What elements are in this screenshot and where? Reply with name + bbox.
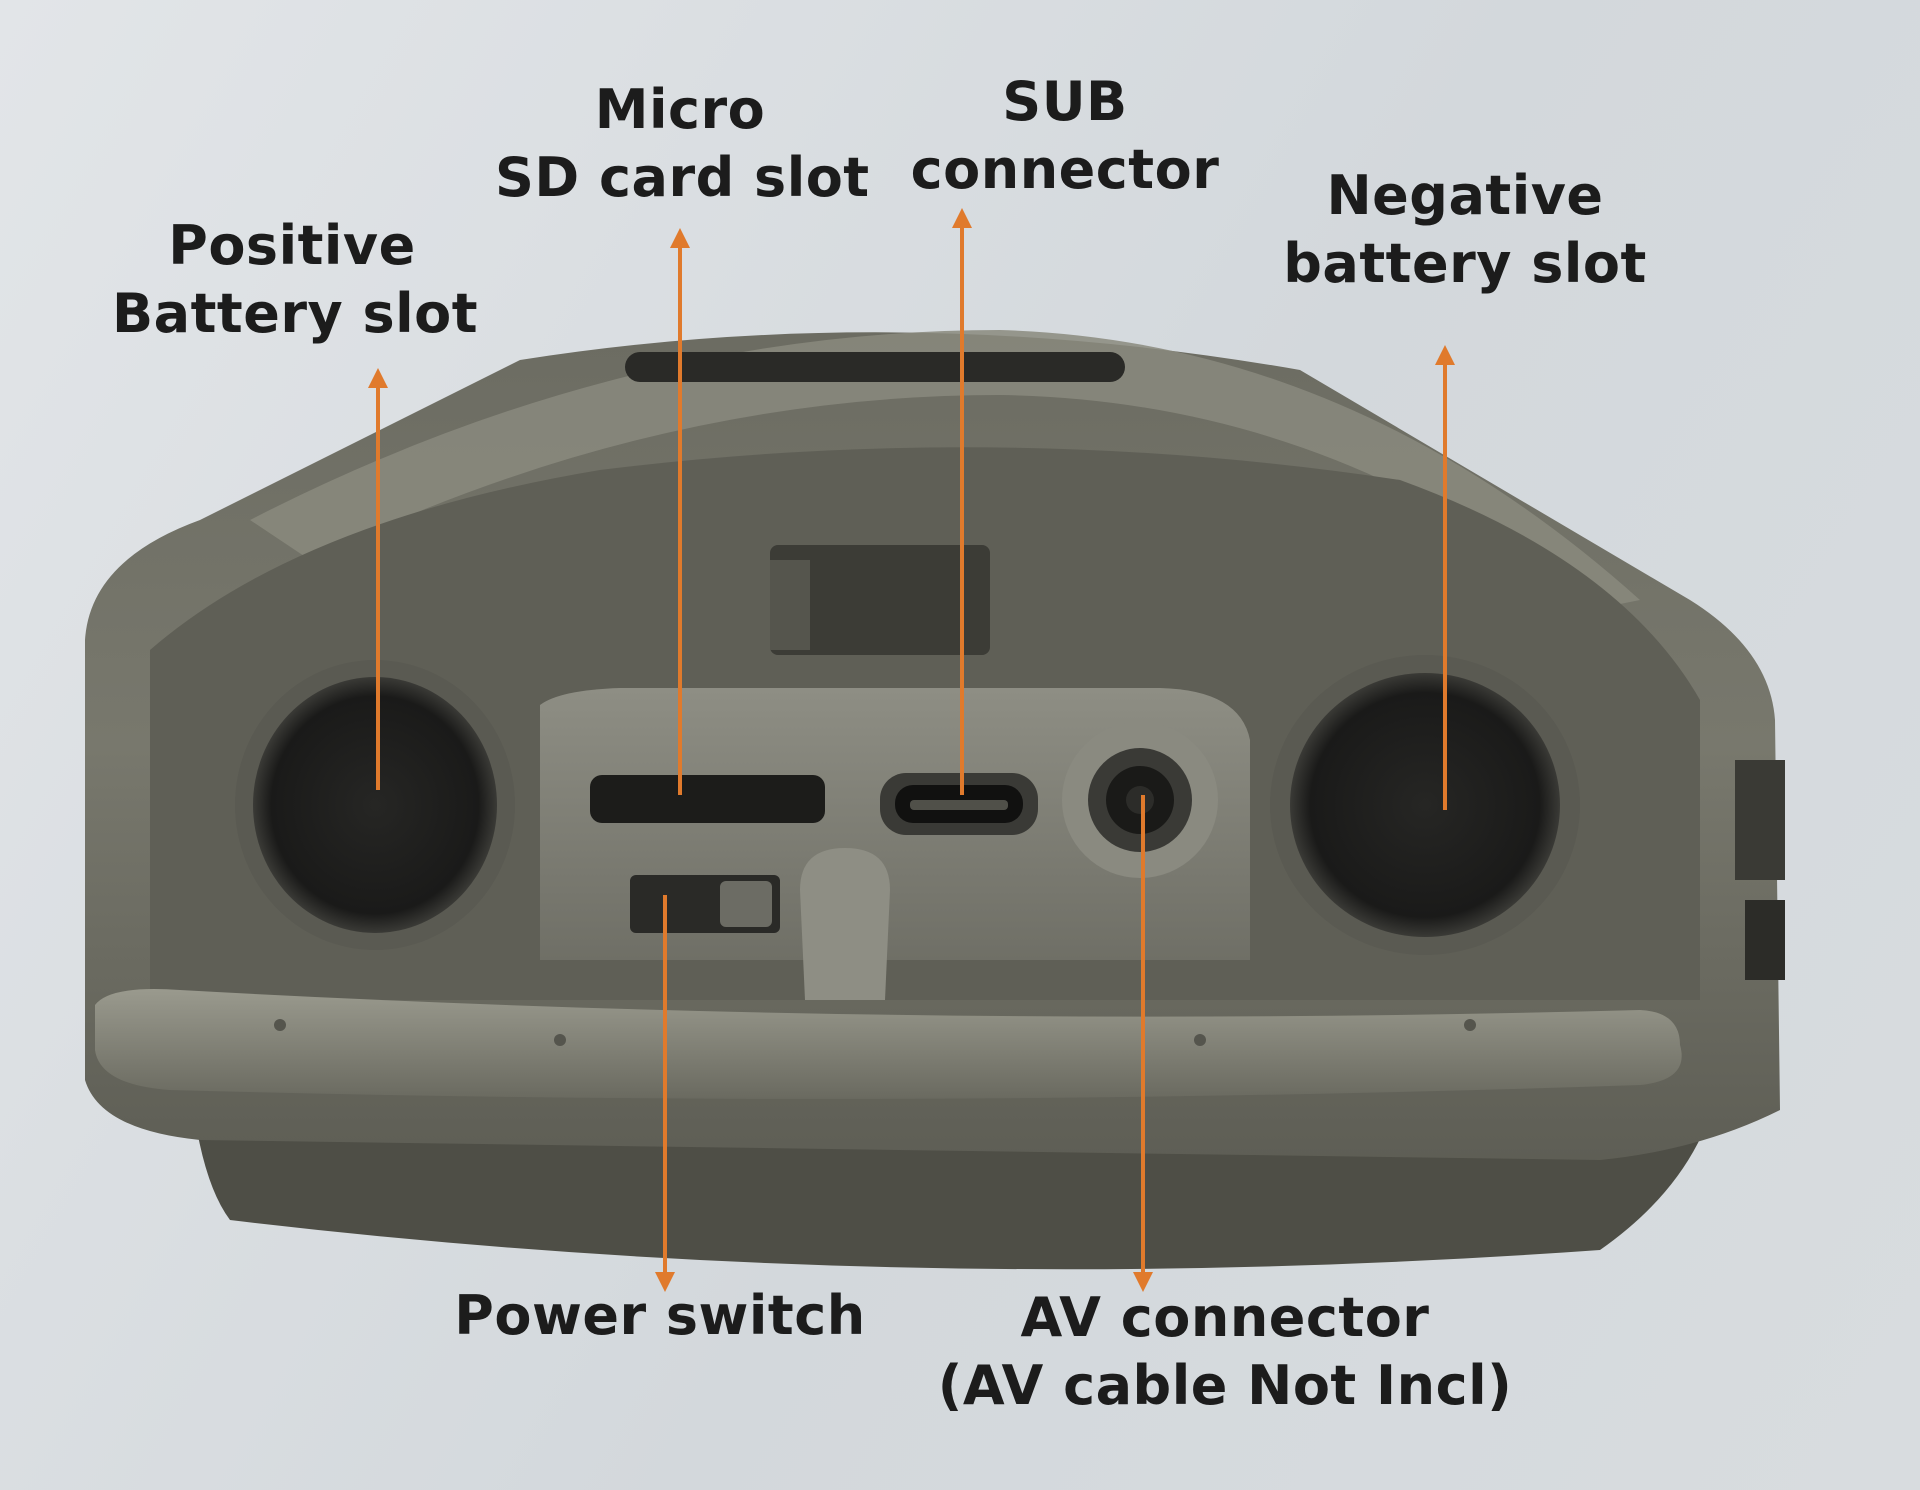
usb-port-icon bbox=[880, 773, 1038, 835]
right-latch-block bbox=[1735, 760, 1785, 880]
power-switch-label: Power switch bbox=[440, 1282, 880, 1350]
av-connector-label: AV connector (AV cable Not Incl) bbox=[930, 1284, 1520, 1420]
power-switch-label-line1: Power switch bbox=[454, 1284, 866, 1347]
audio-jack-icon bbox=[1062, 722, 1218, 878]
positive-battery-slot-icon bbox=[235, 660, 515, 950]
housing-top-vent-slot bbox=[625, 352, 1125, 382]
rubber-plug-nub bbox=[800, 848, 890, 1000]
av-connector-label-line2: (AV cable Not Incl) bbox=[937, 1354, 1513, 1417]
positive-battery-label: Positive Battery slot bbox=[112, 212, 479, 348]
micro-sd-slot-icon bbox=[590, 775, 825, 823]
sub-connector-label: SUB connector bbox=[895, 68, 1235, 204]
negative-battery-label: Negative battery slot bbox=[1275, 162, 1655, 298]
negative-battery-label-line2: battery slot bbox=[1283, 232, 1647, 295]
positive-battery-label-line1: Positive bbox=[168, 214, 416, 277]
negative-battery-slot-icon bbox=[1270, 655, 1580, 955]
negative-battery-label-line1: Negative bbox=[1326, 164, 1604, 227]
av-connector-label-line1: AV connector bbox=[1020, 1286, 1430, 1349]
micro-sd-label-line1: Micro bbox=[594, 78, 766, 141]
sd-card-body bbox=[770, 545, 990, 655]
micro-sd-label: Micro SD card slot bbox=[495, 76, 870, 212]
housing-front-rim bbox=[95, 989, 1682, 1099]
housing-top-arch bbox=[250, 330, 1640, 610]
sub-connector-label-line1: SUB bbox=[1002, 70, 1128, 133]
micro-sd-label-line2: SD card slot bbox=[495, 146, 870, 209]
toggle-switch-icon bbox=[630, 875, 780, 933]
positive-battery-label-line2: Battery slot bbox=[112, 282, 479, 345]
sub-connector-label-line2: connector bbox=[910, 138, 1220, 201]
